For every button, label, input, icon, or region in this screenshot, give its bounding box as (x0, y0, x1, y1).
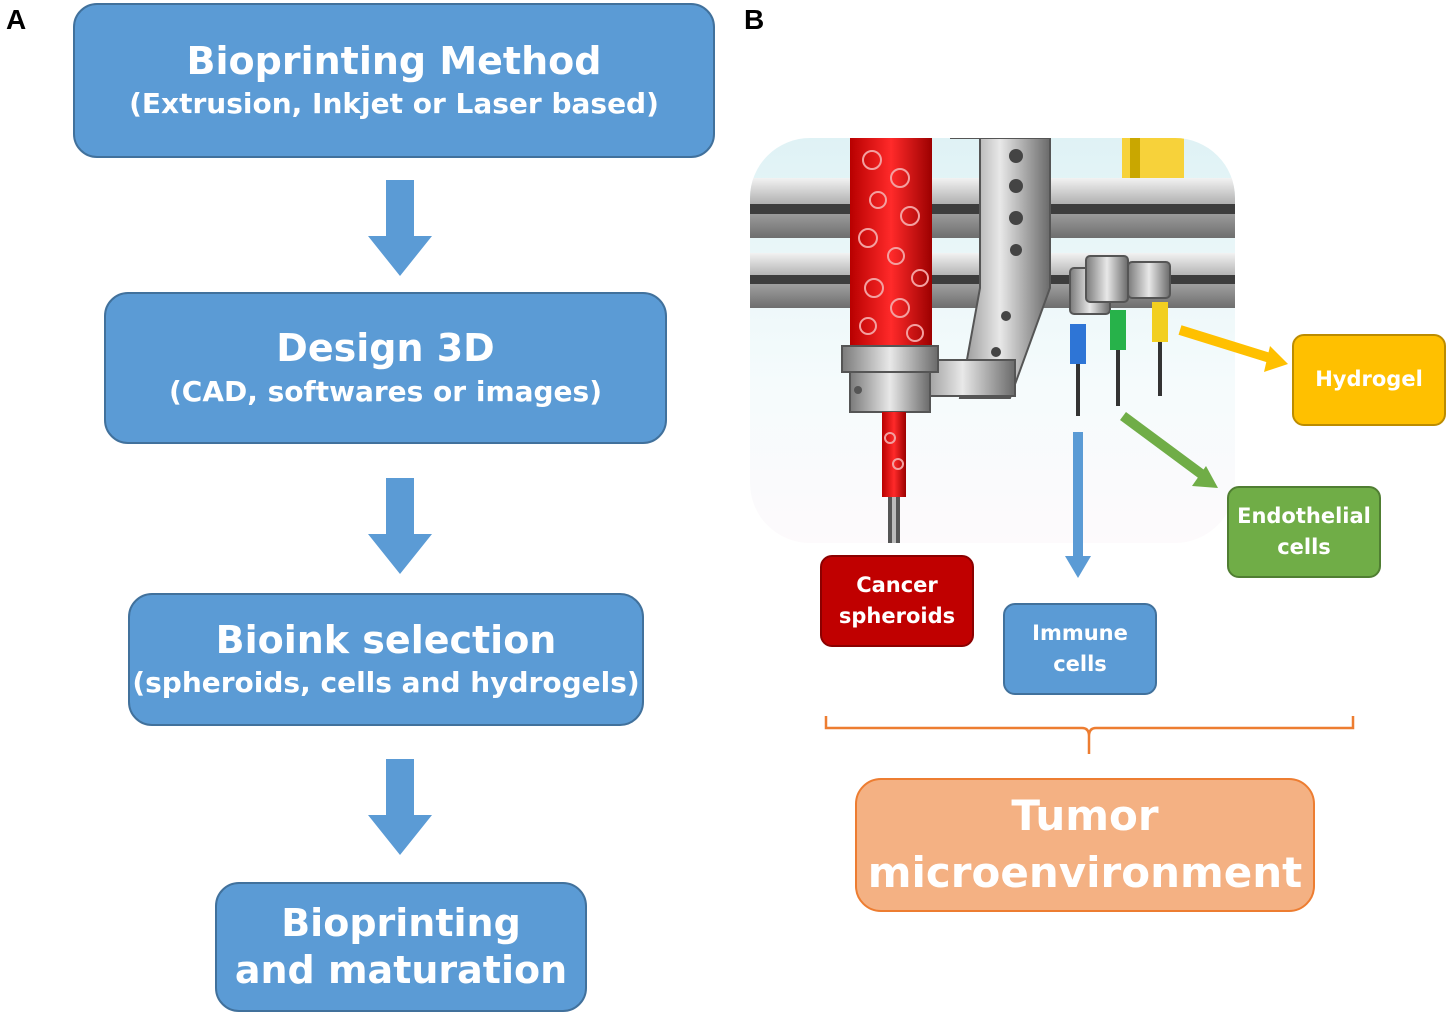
tumor-line2: microenvironment (867, 848, 1303, 897)
label-line2: cells (1277, 535, 1331, 559)
label-line1: Cancer (856, 572, 938, 597)
down-arrow-icon (368, 478, 432, 574)
panel-label-b: B (744, 4, 765, 35)
flow-step-design-3d: Design 3D (CAD, softwares or images) (104, 292, 667, 444)
flow-step-bioink-selection: Bioink selection (spheroids, cells and h… (128, 593, 644, 726)
cancer-spheroids-label: Cancer spheroids (820, 555, 974, 647)
flow-step-line1: Bioprinting (281, 900, 521, 945)
flow-step-bioprinting-method: Bioprinting Method (Extrusion, Inkjet or… (73, 3, 715, 158)
down-arrow-icon (368, 180, 432, 276)
flow-step-title: Bioink selection (215, 617, 557, 662)
flow-step-title: Bioprinting Method (186, 38, 602, 83)
label-line1: Endothelial (1237, 503, 1371, 528)
label-line2: cells (1053, 652, 1107, 676)
panel-label-a: A (6, 4, 27, 35)
label-text: Hydrogel (1315, 367, 1423, 392)
flow-step-bioprinting-maturation: Bioprinting and maturation (215, 882, 587, 1012)
tumor-microenvironment-box: Tumor microenvironment (855, 778, 1315, 912)
flow-step-title: Design 3D (276, 326, 495, 371)
flow-step-line2: and maturation (234, 948, 568, 992)
label-line2: spheroids (838, 604, 956, 628)
hydrogel-label: Hydrogel (1292, 334, 1446, 426)
bracket-shape (824, 716, 1355, 754)
immune-cells-label: Immune cells (1003, 603, 1157, 695)
flow-step-subtitle: (Extrusion, Inkjet or Laser based) (129, 87, 659, 121)
flow-step-subtitle: (CAD, softwares or images) (168, 374, 603, 408)
tumor-line1: Tumor (1011, 791, 1159, 841)
bioprinter-illustration (750, 138, 1235, 543)
label-line1: Immune (1032, 620, 1128, 645)
flow-step-subtitle: (spheroids, cells and hydrogels) (132, 666, 640, 700)
endothelial-cells-label: Endothelial cells (1227, 486, 1381, 578)
down-arrow-icon (368, 759, 432, 855)
